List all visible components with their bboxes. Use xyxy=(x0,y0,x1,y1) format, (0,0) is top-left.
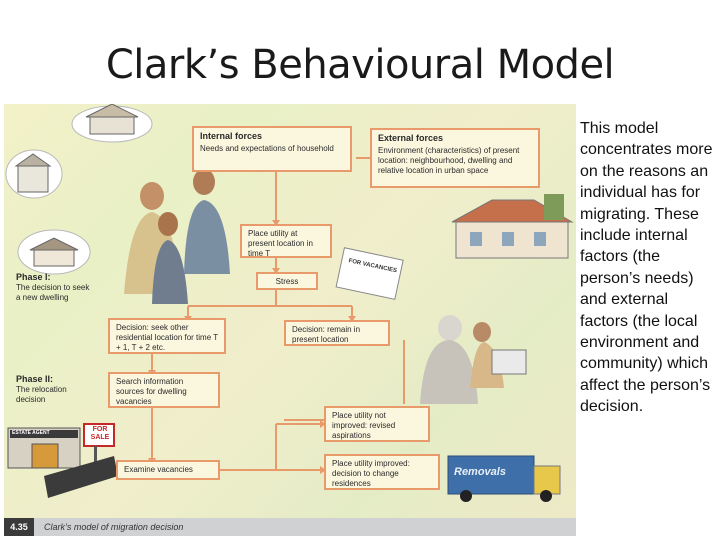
search-information-text: Search information sources for dwelling … xyxy=(116,377,187,406)
migration-diagram: Internal forces Needs and expectations o… xyxy=(4,104,576,536)
slide-description: This model concentrates more on the reas… xyxy=(580,120,713,416)
improved-text: Place utility improved: decision to chan… xyxy=(332,459,410,488)
slide-title: Clark’s Behavioural Model xyxy=(105,42,615,88)
vacancies-paper xyxy=(335,247,404,300)
decision-seek-text: Decision: seek other residential locatio… xyxy=(116,323,218,352)
internal-forces-box: Internal forces Needs and expectations o… xyxy=(192,126,352,172)
decision-seek-box: Decision: seek other residential locatio… xyxy=(108,318,226,354)
examine-vacancies-text: Examine vacancies xyxy=(124,465,193,474)
for-sale-sign: FOR SALE xyxy=(90,426,110,441)
couple-illustration xyxy=(420,315,527,404)
decision-remain-box: Decision: remain in present location xyxy=(284,320,390,346)
family-illustration xyxy=(124,169,230,304)
figure-caption-text: Clark’s model of migration decision xyxy=(44,522,184,532)
removal-van-illustration xyxy=(447,455,561,502)
estate-agent-illustration xyxy=(7,423,118,498)
stress-box: Stress xyxy=(256,272,318,290)
phase-one-title: Phase I: xyxy=(16,272,51,282)
figure-number: 4.35 xyxy=(4,518,34,536)
external-forces-title: External forces xyxy=(378,133,444,143)
estate-agent-sign: ESTATE AGENT xyxy=(12,430,50,436)
not-improved-box: Place utility not improved: revised aspi… xyxy=(324,406,430,442)
figure-caption: 4.35 Clark’s model of migration decision xyxy=(4,518,576,536)
phase-two-label: Phase II: The relocation decision xyxy=(16,374,96,405)
external-forces-box: External forces Environment (characteris… xyxy=(370,128,540,188)
place-utility-text: Place utility at present location in tim… xyxy=(248,229,313,258)
phase-one-body: The decision to seek a new dwelling xyxy=(16,283,90,302)
place-utility-box: Place utility at present location in tim… xyxy=(240,224,332,258)
stress-text: Stress xyxy=(275,277,299,286)
not-improved-text: Place utility not improved: revised aspi… xyxy=(332,411,396,440)
examine-vacancies-box: Examine vacancies xyxy=(116,460,220,480)
diagram-artwork xyxy=(5,104,574,502)
improved-box: Place utility improved: decision to chan… xyxy=(324,454,440,490)
internal-forces-body: Needs and expectations of household xyxy=(200,144,334,153)
phase-one-label: Phase I: The decision to seek a new dwel… xyxy=(16,272,96,303)
external-forces-body: Environment (characteristics) of present… xyxy=(378,146,520,175)
search-information-box: Search information sources for dwelling … xyxy=(108,372,220,408)
house-illustrations xyxy=(5,104,153,275)
decision-remain-text: Decision: remain in present location xyxy=(292,325,361,344)
internal-forces-title: Internal forces xyxy=(200,131,263,141)
phase-two-title: Phase II: xyxy=(16,374,54,384)
removals-van-text: Removals xyxy=(454,466,506,478)
phase-two-body: The relocation decision xyxy=(16,385,67,404)
building-illustration xyxy=(451,194,574,259)
